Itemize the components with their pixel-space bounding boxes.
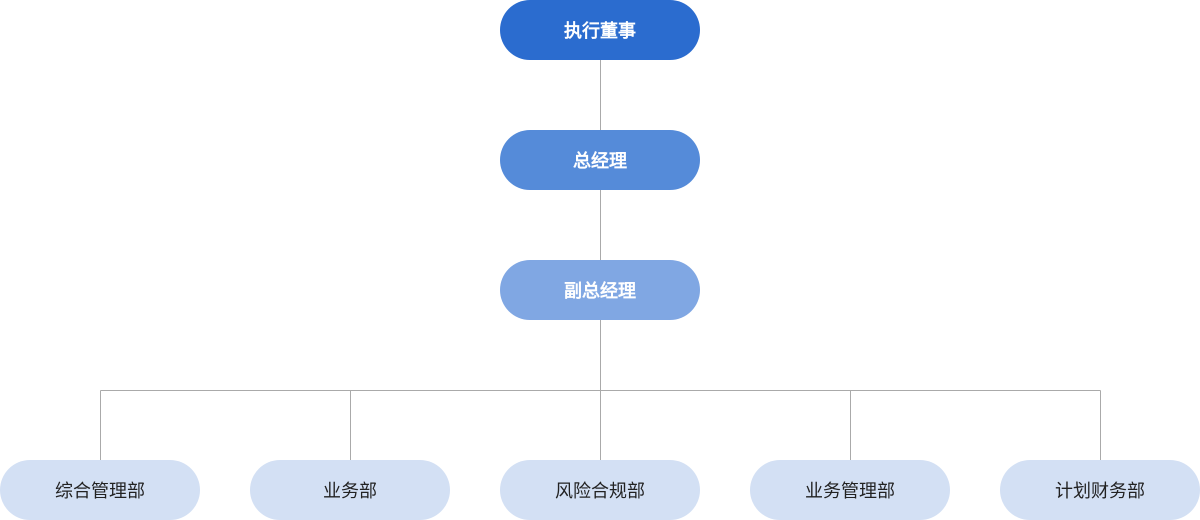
node-dept-label: 计划财务部: [1055, 481, 1145, 502]
node-dept-label: 风险合规部: [555, 481, 645, 502]
node-dept-label: 综合管理部: [55, 481, 145, 502]
node-dept-business[interactable]: 业务部: [250, 460, 450, 520]
node-dept-general-management[interactable]: 综合管理部: [0, 460, 200, 520]
node-dept-planning-finance[interactable]: 计划财务部: [1000, 460, 1200, 520]
node-dept-label: 业务管理部: [805, 481, 895, 502]
node-dept-business-management[interactable]: 业务管理部: [750, 460, 950, 520]
node-dept-label: 业务部: [323, 481, 377, 502]
node-deputy-general-manager[interactable]: 副总经理: [500, 260, 700, 320]
node-deputy-general-manager-label: 副总经理: [564, 281, 636, 302]
node-general-manager-label: 总经理: [573, 151, 627, 172]
node-executive-director[interactable]: 执行董事: [500, 0, 700, 60]
node-general-manager[interactable]: 总经理: [500, 130, 700, 190]
node-dept-risk-compliance[interactable]: 风险合规部: [500, 460, 700, 520]
node-executive-director-label: 执行董事: [564, 21, 636, 42]
